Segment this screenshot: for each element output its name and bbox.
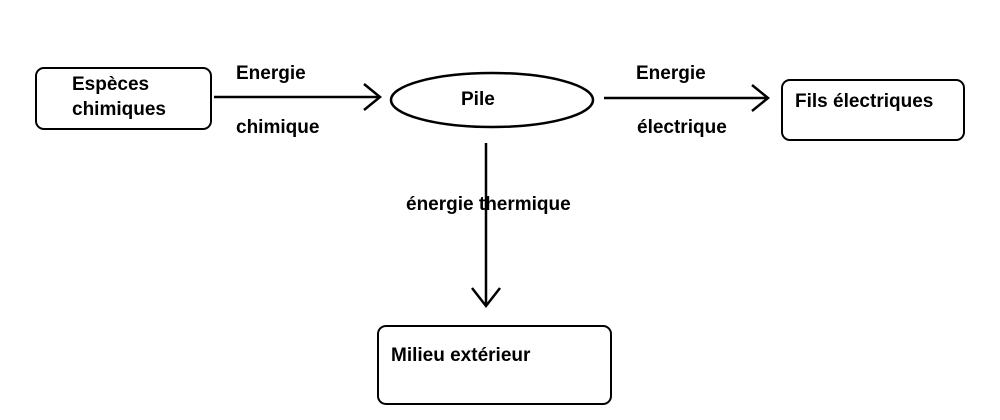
arrow-electric-head (751, 84, 770, 112)
fils-electriques-box (781, 79, 965, 141)
cropped-glyph: ) (0, 396, 1, 418)
arrow-thermal-head (471, 287, 501, 309)
arrow-chemical-head (363, 83, 382, 111)
milieu-exterieur-label: Milieu extérieur (391, 345, 531, 366)
edge-thermal-label: énergie thermique (406, 194, 571, 215)
edge-chemical-bottom-label: chimique (236, 117, 320, 138)
edge-electric-bottom-label: électrique (637, 117, 727, 138)
milieu-exterieur-box (377, 325, 612, 405)
especes-chimiques-label-line1: Espèces (72, 74, 150, 95)
edge-electric-top-label: Energie (636, 63, 706, 84)
fils-electriques-label: Fils électriques (795, 91, 934, 112)
especes-chimiques-box (35, 67, 212, 130)
pile-ellipse (389, 71, 595, 129)
especes-chimiques-label-line2: chimiques (72, 99, 166, 120)
edge-chemical-top-label: Energie (236, 63, 306, 84)
pile-label: Pile (461, 89, 495, 110)
